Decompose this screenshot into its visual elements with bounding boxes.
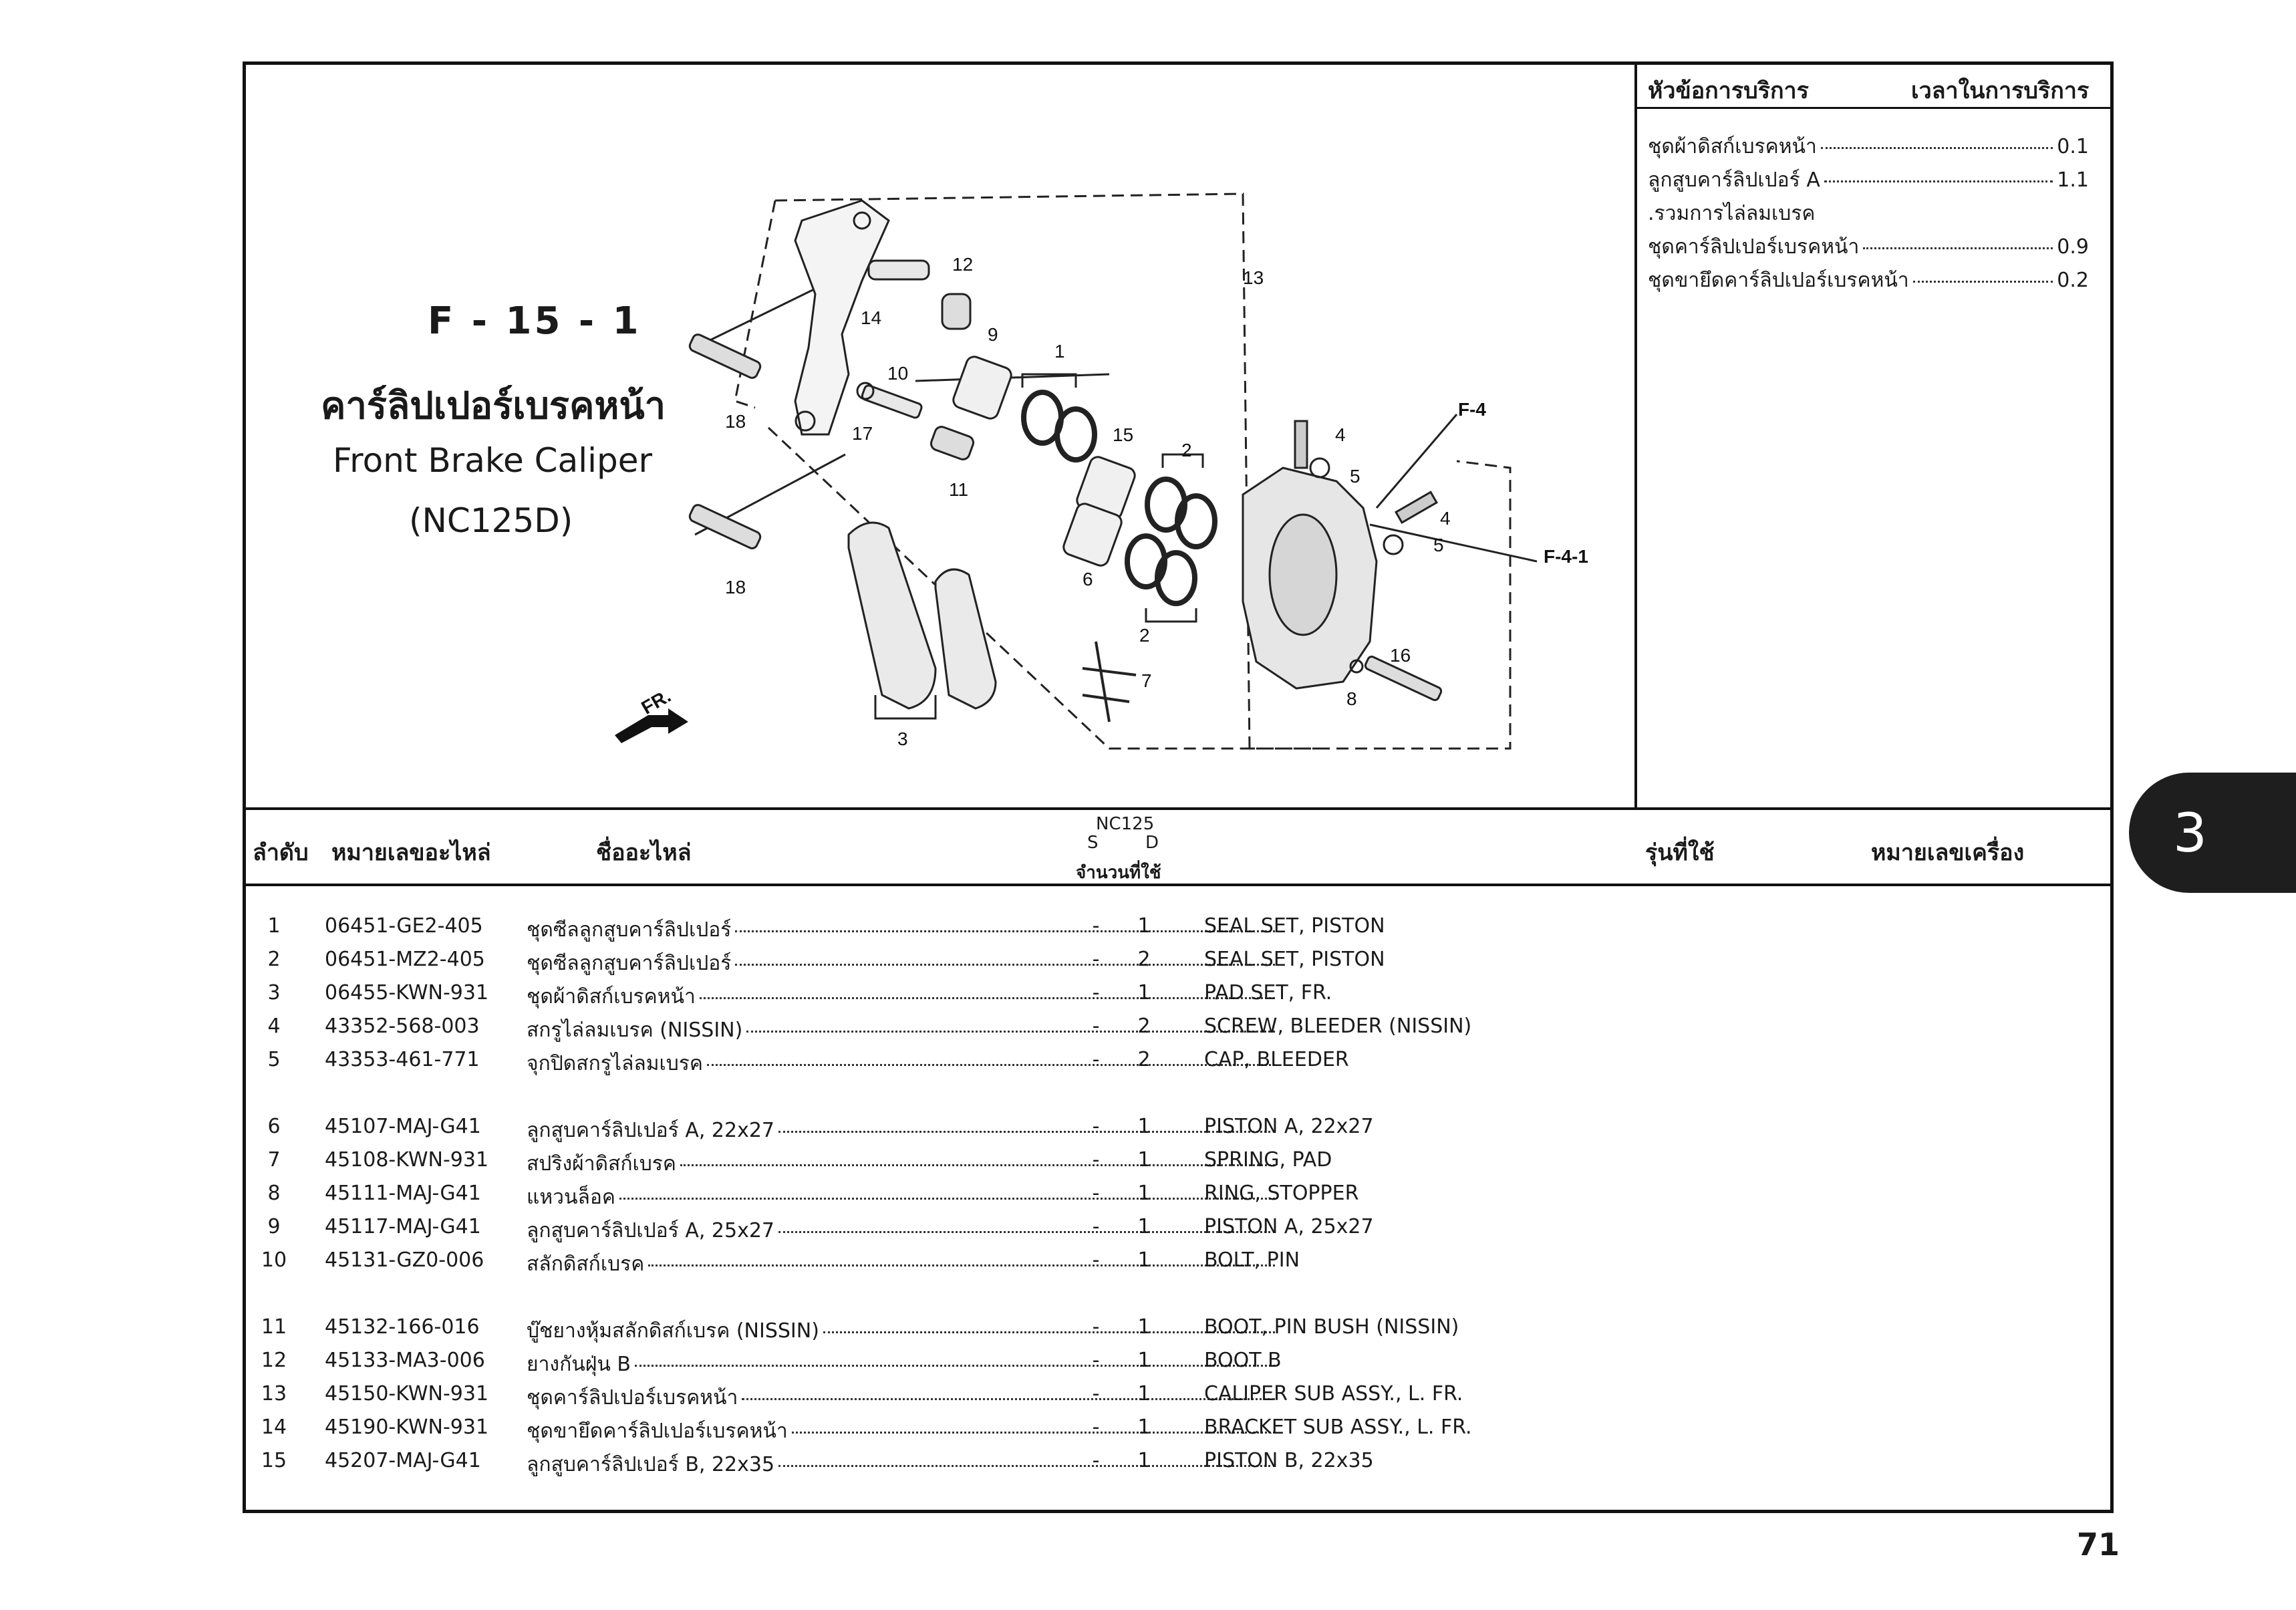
col-header-qty: จำนวนที่ใช้ <box>1076 863 1161 883</box>
callout-6: 6 <box>1083 569 1093 589</box>
callout-2b: 2 <box>1139 625 1150 646</box>
col-header-engine-no: หมายเลขเครื่อง <box>1871 839 2025 866</box>
callout-10: 10 <box>887 363 908 384</box>
callout-16: 16 <box>1390 645 1411 666</box>
callout-3: 3 <box>897 728 908 749</box>
callout-8: 8 <box>1346 688 1357 709</box>
callout-2a: 2 <box>1181 440 1192 460</box>
callout-17: 17 <box>852 423 873 444</box>
figure-model: (NC125D) <box>409 501 573 540</box>
callout-14: 14 <box>861 307 881 328</box>
col-header-no: ลำดับ <box>253 839 309 866</box>
col-header-model: NC125 <box>1096 814 1155 834</box>
col-header-d: D <box>1145 833 1159 853</box>
page-number: 71 <box>2077 1526 2120 1563</box>
exploded-diagram: 12 14 13 9 1 10 18 17 11 15 2 4 5 4 5 18… <box>615 192 1588 750</box>
col-header-part-no: หมายเลขอะไหล่ <box>331 839 491 866</box>
service-item: .รวมการไล่ลมเบรค <box>1648 202 1816 225</box>
ref-f-4: F-4 <box>1458 399 1486 420</box>
callout-7: 7 <box>1141 670 1152 691</box>
callout-15: 15 <box>1113 424 1133 445</box>
callout-9: 9 <box>988 324 998 345</box>
col-header-used-in: รุ่นที่ใช้ <box>1645 839 1715 866</box>
callout-18b: 18 <box>725 577 746 597</box>
figure-title-thai: คาร์ลิปเปอร์เบรคหน้า <box>321 384 666 428</box>
callout-4b: 4 <box>1440 508 1451 529</box>
col-header-name: ชื่ออะไหล่ <box>596 839 692 866</box>
figure-code: F - 15 - 1 <box>428 299 641 343</box>
section-tab: 3 <box>2129 773 2296 893</box>
col-header-s: S <box>1087 833 1099 853</box>
callout-4a: 4 <box>1335 424 1346 445</box>
callout-5a: 5 <box>1350 466 1360 487</box>
service-header-rule <box>1634 107 2114 109</box>
diagram-divider <box>1634 61 1637 810</box>
callout-11: 11 <box>949 479 968 500</box>
callout-5b: 5 <box>1433 535 1444 555</box>
figure-title-english: Front Brake Caliper <box>333 441 653 480</box>
callout-13: 13 <box>1243 267 1264 288</box>
callout-18a: 18 <box>725 411 746 432</box>
table-top-rule <box>243 807 2114 810</box>
table-header-rule <box>243 884 2114 886</box>
service-time-header: เวลาในการบริการ <box>1911 78 2090 104</box>
callout-1: 1 <box>1054 341 1065 362</box>
callout-12: 12 <box>952 254 973 275</box>
service-topic-header: หัวข้อการบริการ <box>1648 78 1809 104</box>
page-frame <box>243 61 2114 1513</box>
ref-f-4-1: F-4-1 <box>1544 546 1588 567</box>
